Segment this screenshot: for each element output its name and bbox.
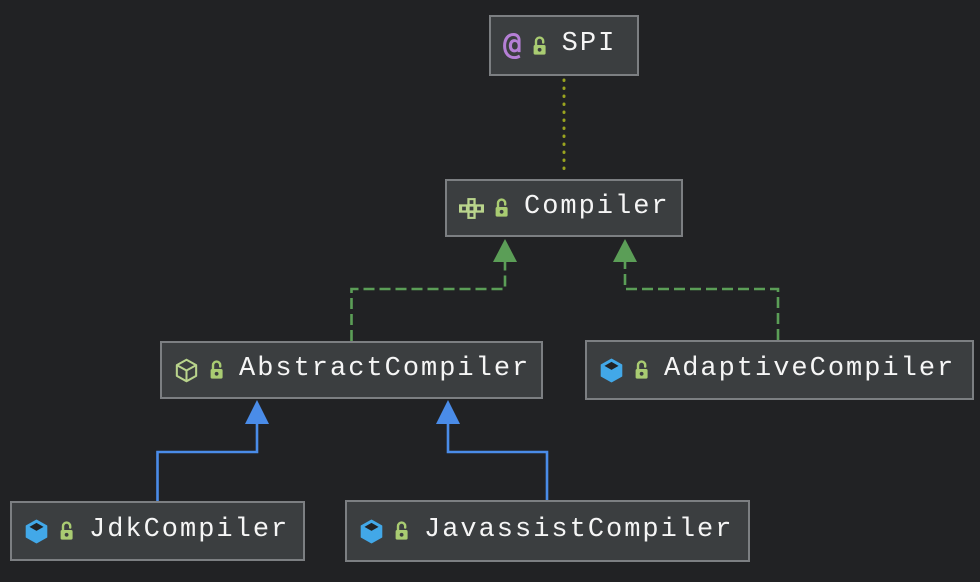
lock-icon: [393, 520, 410, 542]
lock-icon: [633, 359, 650, 381]
abstract-class-icon: [174, 358, 199, 383]
lock-icon: [208, 359, 225, 381]
node-label: SPI: [561, 29, 617, 59]
class-icon: [599, 358, 624, 383]
annotation-icon: @: [503, 26, 522, 62]
node-javassist-compiler[interactable]: JavassistCompiler: [345, 500, 750, 562]
extends-arrowhead: [245, 400, 269, 424]
node-label: JdkCompiler: [89, 514, 290, 545]
edge-abstractcompiler-to-compiler[interactable]: [350, 239, 518, 341]
class-icon: [359, 519, 384, 544]
node-adaptive-compiler[interactable]: AdaptiveCompiler: [585, 340, 974, 400]
class-icon: [24, 519, 49, 544]
lock-icon: [531, 35, 548, 57]
edge-adaptivecompiler-to-compiler[interactable]: [613, 239, 780, 340]
node-abstract-compiler[interactable]: AbstractCompiler: [160, 341, 543, 399]
node-label: JavassistCompiler: [424, 514, 734, 545]
lock-icon: [493, 197, 510, 219]
implements-arrowhead: [493, 239, 517, 262]
edge-javassistcompiler-to-abstractcompiler[interactable]: [436, 400, 549, 500]
node-label: AdaptiveCompiler: [664, 353, 956, 384]
lock-icon: [58, 520, 75, 542]
implements-arrowhead: [613, 239, 637, 262]
node-label: Compiler: [524, 191, 670, 222]
node-compiler[interactable]: Compiler: [445, 179, 683, 237]
edge-jdkcompiler-to-abstractcompiler[interactable]: [156, 400, 270, 501]
extends-arrowhead: [436, 400, 460, 424]
node-spi[interactable]: @ SPI: [489, 15, 639, 76]
node-jdk-compiler[interactable]: JdkCompiler: [10, 501, 305, 561]
interface-icon: [459, 197, 484, 219]
node-label: AbstractCompiler: [239, 353, 531, 384]
